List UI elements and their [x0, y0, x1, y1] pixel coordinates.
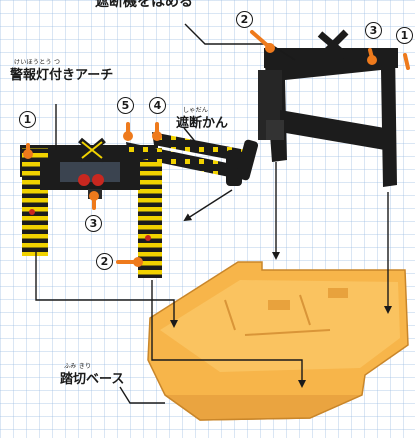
crossing-base-ruby: ふみ きり: [64, 363, 92, 370]
marker-3-top: 3: [365, 22, 382, 39]
warning-arch-label: 警報灯付きアーチ: [10, 68, 114, 83]
crossing-gate-label: 遮断かん: [176, 116, 229, 131]
marker-1-arch: 1: [19, 111, 36, 128]
top-caption: 遮断機をはめる: [95, 0, 193, 10]
crossing-base-label: 踏切ベース: [60, 372, 125, 387]
crossing-gate-ruby: しゃだん: [183, 107, 209, 114]
connector-lines: [35, 23, 392, 388]
marker-2-arch: 2: [96, 253, 113, 270]
warning-arch: [20, 137, 162, 278]
marker-2-top: 2: [236, 11, 253, 28]
marker-1-top: 1: [396, 27, 413, 44]
marker-leaders: [23, 30, 410, 267]
arrow-arch-left-to-base: [35, 250, 178, 328]
marker-4-gate: 4: [149, 97, 166, 114]
assembled-crossing-gate: [258, 29, 398, 187]
marker-5-gate: 5: [117, 97, 134, 114]
base-label-leader: [119, 386, 165, 404]
crossing-gate-bars: [126, 132, 259, 186]
arrow-arch-right-to-base: [151, 280, 306, 388]
marker-3-arch: 3: [85, 215, 102, 232]
crossing-base: [147, 261, 409, 421]
warning-arch-ruby: けいほうとう つ: [14, 59, 61, 66]
arrow-bar-to-arch: [183, 189, 233, 222]
